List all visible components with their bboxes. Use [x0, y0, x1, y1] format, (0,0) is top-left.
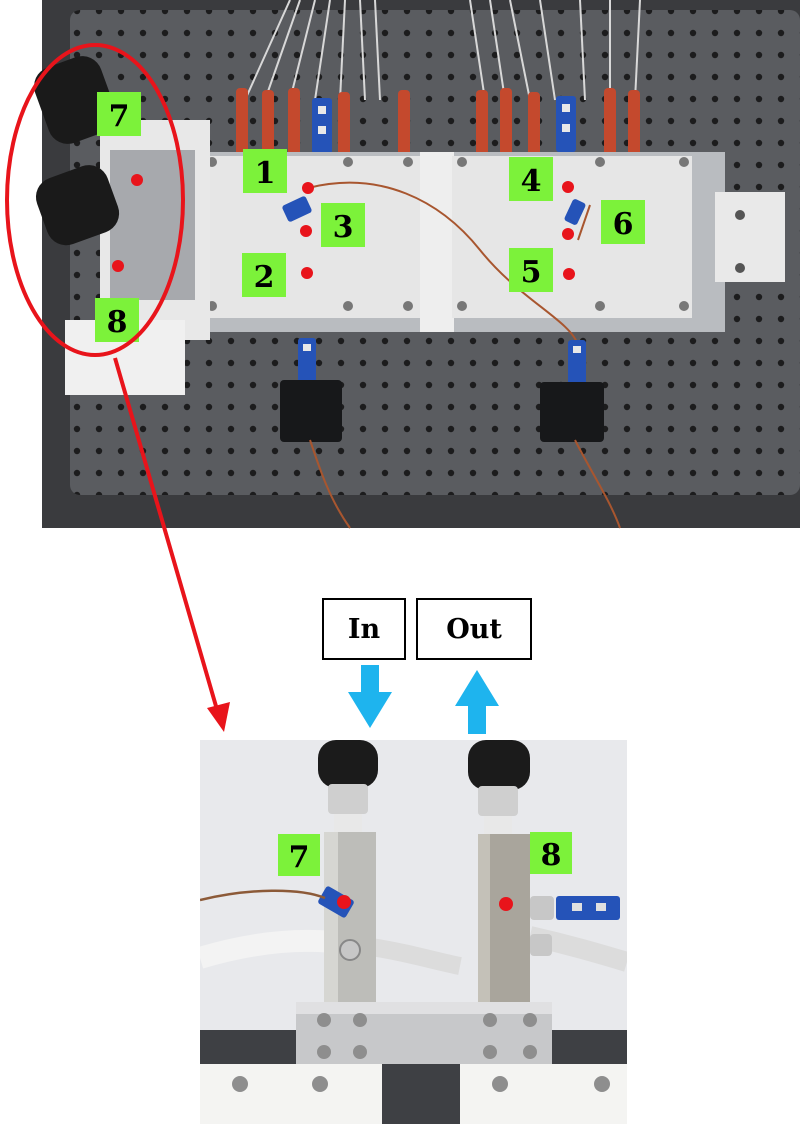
marker-2 — [301, 267, 313, 279]
svg-text:8: 8 — [541, 838, 562, 873]
sensor-label-6: 6 — [601, 200, 645, 244]
marker-6 — [562, 228, 574, 240]
connector-sensor-3 — [282, 196, 312, 222]
bottom-photo: 7 8 — [200, 740, 627, 1124]
red-measurement-markers — [112, 174, 575, 280]
manifold-base — [296, 1008, 552, 1064]
svg-text:6: 6 — [613, 207, 634, 242]
sensor-label-5: 5 — [509, 248, 553, 292]
sensor-label-3: 3 — [321, 203, 365, 247]
svg-text:7: 7 — [289, 840, 310, 875]
svg-text:3: 3 — [333, 210, 354, 245]
flow-out-label: Out — [416, 598, 532, 660]
sensor-label-8-bottom: 8 — [530, 832, 572, 874]
connector-top-left — [312, 98, 332, 154]
sensor-label-7-bottom: 7 — [278, 834, 320, 876]
left-foot — [200, 1064, 382, 1124]
sensor-label-7-top: 7 — [97, 92, 141, 136]
marker-8-top — [112, 260, 124, 272]
svg-text:7: 7 — [109, 99, 130, 134]
sensor-label-8-top: 8 — [95, 298, 139, 342]
callout-ellipse — [5, 43, 185, 357]
connector-sensor-8 — [556, 896, 620, 920]
marker-7-bottom — [337, 895, 351, 909]
svg-text:4: 4 — [521, 164, 542, 199]
flow-in-label: In — [322, 598, 406, 660]
svg-text:5: 5 — [521, 255, 542, 290]
sensor-label-4: 4 — [509, 157, 553, 201]
marker-7-top — [131, 174, 143, 186]
sensor-label-2: 2 — [242, 253, 286, 297]
inlet-hose — [318, 740, 378, 788]
flow-out-arrow — [455, 670, 499, 734]
heater-wires — [236, 0, 641, 158]
connector-top-right — [556, 96, 576, 152]
connector-bottom-left — [280, 338, 342, 442]
connector-bottom-right — [540, 340, 604, 442]
thermocouple-wire — [307, 181, 579, 346]
marker-4 — [562, 181, 574, 193]
connector-sensor-6 — [564, 199, 586, 225]
svg-text:8: 8 — [107, 305, 128, 340]
marker-5 — [563, 268, 575, 280]
outlet-hose — [468, 740, 530, 790]
top-photo: 1 2 3 4 5 6 7 8 — [5, 0, 800, 529]
right-foot — [460, 1064, 627, 1124]
connector-sensor-7 — [318, 886, 354, 918]
marker-1 — [302, 182, 314, 194]
marker-8-bottom — [499, 897, 513, 911]
svg-text:2: 2 — [254, 260, 275, 295]
marker-3 — [300, 225, 312, 237]
sensor-label-1: 1 — [243, 149, 287, 193]
flow-in-arrow — [348, 665, 392, 728]
right-mount-tab — [715, 192, 785, 282]
svg-text:1: 1 — [255, 156, 276, 191]
